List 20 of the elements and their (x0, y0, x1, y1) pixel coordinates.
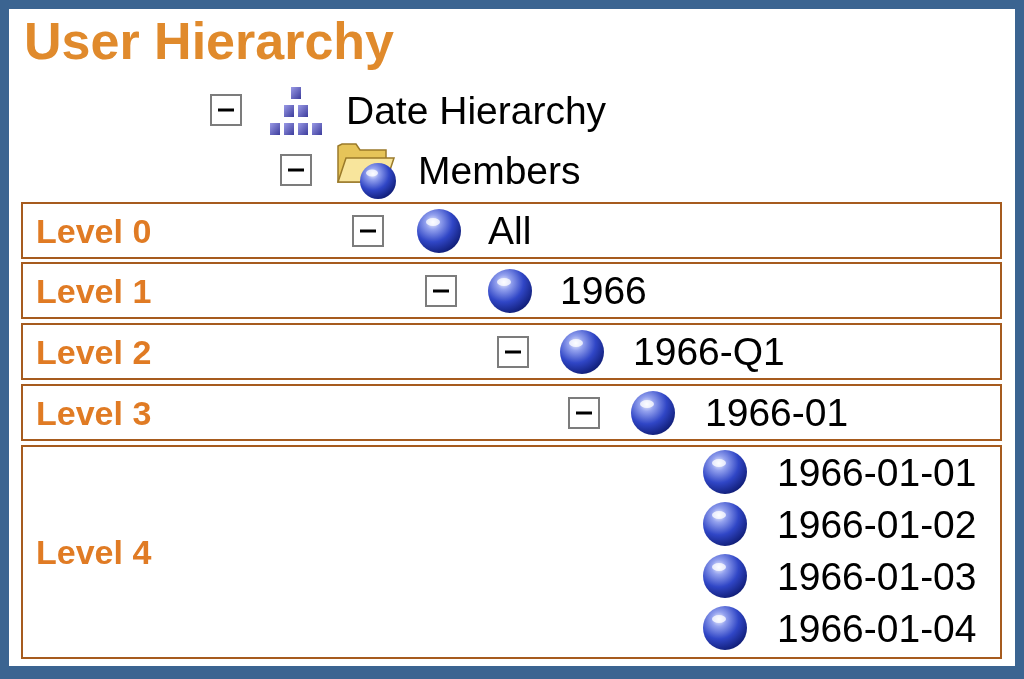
level-band (21, 323, 1002, 380)
level-band (21, 202, 1002, 259)
level-label: Level 1 (36, 273, 152, 308)
level-label: Level 2 (36, 334, 152, 369)
member-label: 1966 (560, 271, 647, 310)
level-label: Level 0 (36, 213, 152, 248)
member-label: 1966-01-03 (777, 556, 977, 596)
folder-label: Members (418, 150, 581, 190)
member-label: 1966-01-04 (777, 608, 977, 648)
level-label: Level 3 (36, 395, 152, 430)
member-label: 1966-Q1 (633, 332, 785, 371)
member-label: 1966-01-02 (777, 504, 977, 544)
hierarchy-label: Date Hierarchy (346, 90, 607, 130)
level-label: Level 4 (36, 535, 152, 569)
member-label: 1966-01 (705, 393, 849, 432)
member-label: All (488, 211, 532, 250)
level-band (21, 445, 1002, 659)
level-band (21, 384, 1002, 441)
level-band (21, 262, 1002, 319)
member-label: 1966-01-01 (777, 452, 977, 492)
